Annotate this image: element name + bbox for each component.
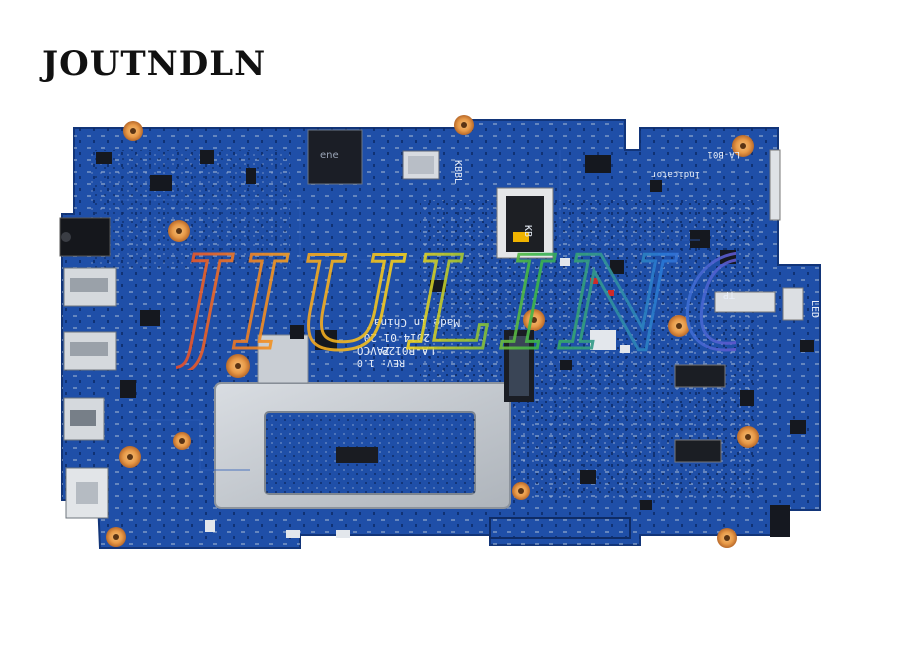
silk-kb: KB (522, 225, 533, 237)
silk-la-b01: LA-B01 (707, 149, 740, 159)
silk-made-in: Made in China (374, 316, 460, 329)
silk-kbbl: KBBL (452, 160, 463, 184)
silk-model: LA-B012P (382, 344, 435, 357)
silk-indicator: Indicator (651, 169, 700, 179)
silk-code: ZAVCO (357, 344, 390, 357)
brand-title: JOUTNDLN (42, 44, 267, 84)
silk-tp: TP (723, 289, 735, 300)
silk-rev: REV: 1.0 (357, 357, 405, 368)
svg-text:ene: ene (320, 150, 339, 161)
silk-led: LED (809, 300, 820, 318)
silk-date: 2014-01-20 (364, 331, 430, 344)
